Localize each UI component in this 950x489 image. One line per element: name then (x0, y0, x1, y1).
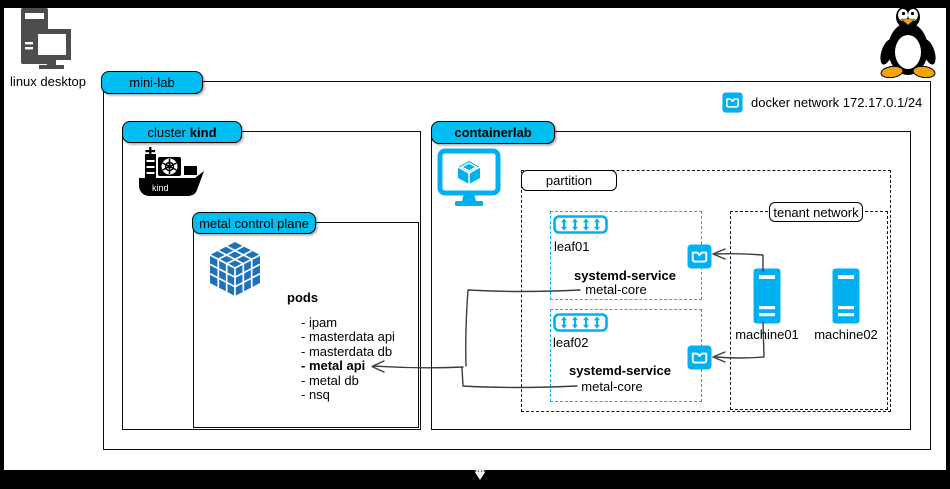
down-arrow-cursor-icon[interactable] (471, 464, 489, 482)
leaf02-service-title: systemd-service (569, 363, 671, 378)
leaf01-switch-icon[interactable] (553, 215, 608, 234)
tenant-network-label-pill[interactable]: tenant network (769, 202, 863, 222)
mini-lab-label: mini-lab (129, 75, 175, 90)
leaf02-name: leaf02 (553, 335, 589, 350)
pods-list: - ipam - masterdata api - masterdata db … (301, 315, 395, 402)
leaf02-service-name: metal-core (581, 379, 643, 394)
leaf02-docker-icon[interactable] (687, 345, 712, 370)
cluster-kind-box[interactable] (122, 131, 421, 430)
pod-item: - metal db (301, 372, 359, 388)
partition-label: partition (545, 173, 593, 188)
docker-network-icon[interactable] (722, 92, 743, 113)
machine01-server-icon[interactable] (753, 268, 781, 324)
svg-text:kind: kind (152, 183, 169, 193)
pod-item: - masterdata db (301, 343, 393, 359)
pod-item: - masterdata api (301, 329, 395, 345)
leaf02-switch-icon[interactable] (553, 313, 608, 332)
linux-desktop-label: linux desktop (10, 74, 86, 89)
tux-penguin-icon[interactable] (877, 2, 939, 78)
partition-label-pill[interactable]: partition (521, 170, 617, 191)
metal-control-plane-tab[interactable]: metal control plane (192, 212, 316, 234)
pod-item: - nsq (301, 386, 330, 402)
linux-desktop-computer-icon[interactable] (13, 6, 79, 72)
containerlab-label: containerlab (454, 125, 532, 140)
cluster-kind-tab[interactable]: cluster kind (122, 121, 242, 143)
machine02-server-icon[interactable] (832, 268, 860, 324)
pod-item: - ipam (301, 315, 338, 330)
docker-network-label: docker network 172.17.0.1/24 (751, 95, 923, 110)
cluster-kind-label: kind (189, 124, 217, 140)
containerlab-box[interactable] (431, 131, 911, 430)
leaf01-name: leaf01 (554, 239, 590, 254)
machine02-label: machine02 (814, 327, 878, 342)
leaf01-service-name: metal-core (585, 282, 647, 297)
blue-cube-icon[interactable] (203, 238, 267, 300)
mini-lab-box[interactable] (103, 81, 931, 450)
pods-title: pods (287, 290, 319, 305)
mini-lab-tab[interactable]: mini-lab (101, 71, 203, 94)
metal-control-plane-label: metal control plane (199, 215, 309, 231)
machine01-label: machine01 (735, 327, 799, 342)
monitor-cube-icon[interactable] (437, 148, 501, 210)
containerlab-tab[interactable]: containerlab (431, 121, 555, 144)
leaf01-service-title: systemd-service (574, 268, 676, 283)
kind-ship-icon[interactable]: kind (137, 146, 207, 200)
tenant-network-label: tenant network (773, 204, 859, 220)
cluster-label: cluster (147, 124, 186, 140)
pod-item: - metal api (301, 358, 366, 374)
leaf01-docker-icon[interactable] (687, 244, 712, 269)
